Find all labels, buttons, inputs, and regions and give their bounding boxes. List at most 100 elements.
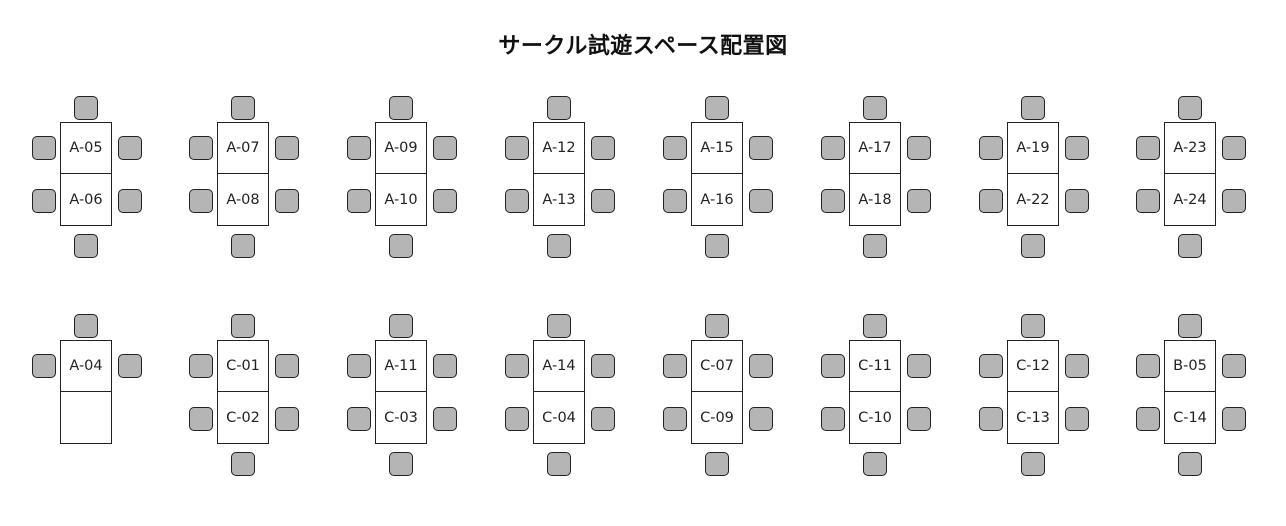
chair [749,189,773,213]
chair [663,407,687,431]
chair [231,96,255,120]
chair [389,234,413,258]
chair [663,136,687,160]
chair [1065,354,1089,378]
chair [979,354,1003,378]
chair [749,136,773,160]
table-space-label: A-23 [1165,123,1215,174]
chair [189,189,213,213]
chair [1136,354,1160,378]
chair [863,314,887,338]
chair [591,189,615,213]
table-space-label: C-09 [700,409,734,426]
chair [433,189,457,213]
chair [705,452,729,476]
table-space-label: A-06 [69,191,103,208]
chair [1021,314,1045,338]
chair [907,136,931,160]
chair [663,354,687,378]
chair [907,354,931,378]
table-space-label: C-02 [226,409,260,426]
chair [347,407,371,431]
table-space-label: A-24 [1173,191,1207,208]
chair [433,354,457,378]
chair [505,407,529,431]
table-space-label: A-05 [61,123,111,174]
chair [74,96,98,120]
chair [1136,136,1160,160]
chair [749,407,773,431]
table-space-label: C-10 [858,409,892,426]
chair [275,407,299,431]
table-space-label: A-11 [376,341,426,392]
chair [32,189,56,213]
table-space-label: A-10 [384,191,418,208]
chair [821,354,845,378]
table-space-label: A-18 [858,191,892,208]
chair [547,452,571,476]
table-space-label: A-19 [1008,123,1058,174]
chair [907,189,931,213]
table-space-label: C-07 [692,341,742,392]
chair [433,407,457,431]
table-space-label: A-15 [692,123,742,174]
chair [275,136,299,160]
chair [118,354,142,378]
chair [32,136,56,160]
chair [1178,234,1202,258]
chair [591,354,615,378]
chair [821,407,845,431]
chair [1021,96,1045,120]
chair [547,96,571,120]
table-space-label: A-13 [542,191,576,208]
table-space-label: C-13 [1016,409,1050,426]
chair [1021,234,1045,258]
chair [979,407,1003,431]
chair [907,407,931,431]
table-space-label: C-03 [384,409,418,426]
chair [1222,136,1246,160]
chair [505,136,529,160]
table-space-label [61,392,111,443]
chair [663,189,687,213]
chair [821,136,845,160]
table-space-label: B-05 [1165,341,1215,392]
table-space-label: C-01 [218,341,268,392]
chair [547,234,571,258]
chair [591,136,615,160]
chair [1222,189,1246,213]
table-group: A-04 [32,314,144,476]
chair [591,407,615,431]
chair [749,354,773,378]
chair [505,189,529,213]
table-space-label: A-08 [226,191,260,208]
chair [189,136,213,160]
chair [389,96,413,120]
chair [1178,96,1202,120]
chair [705,314,729,338]
chair [275,354,299,378]
table-space-label: C-04 [542,409,576,426]
table-space-label: A-14 [534,341,584,392]
chair [118,189,142,213]
table-space-label: A-12 [534,123,584,174]
table-space-label: C-11 [850,341,900,392]
